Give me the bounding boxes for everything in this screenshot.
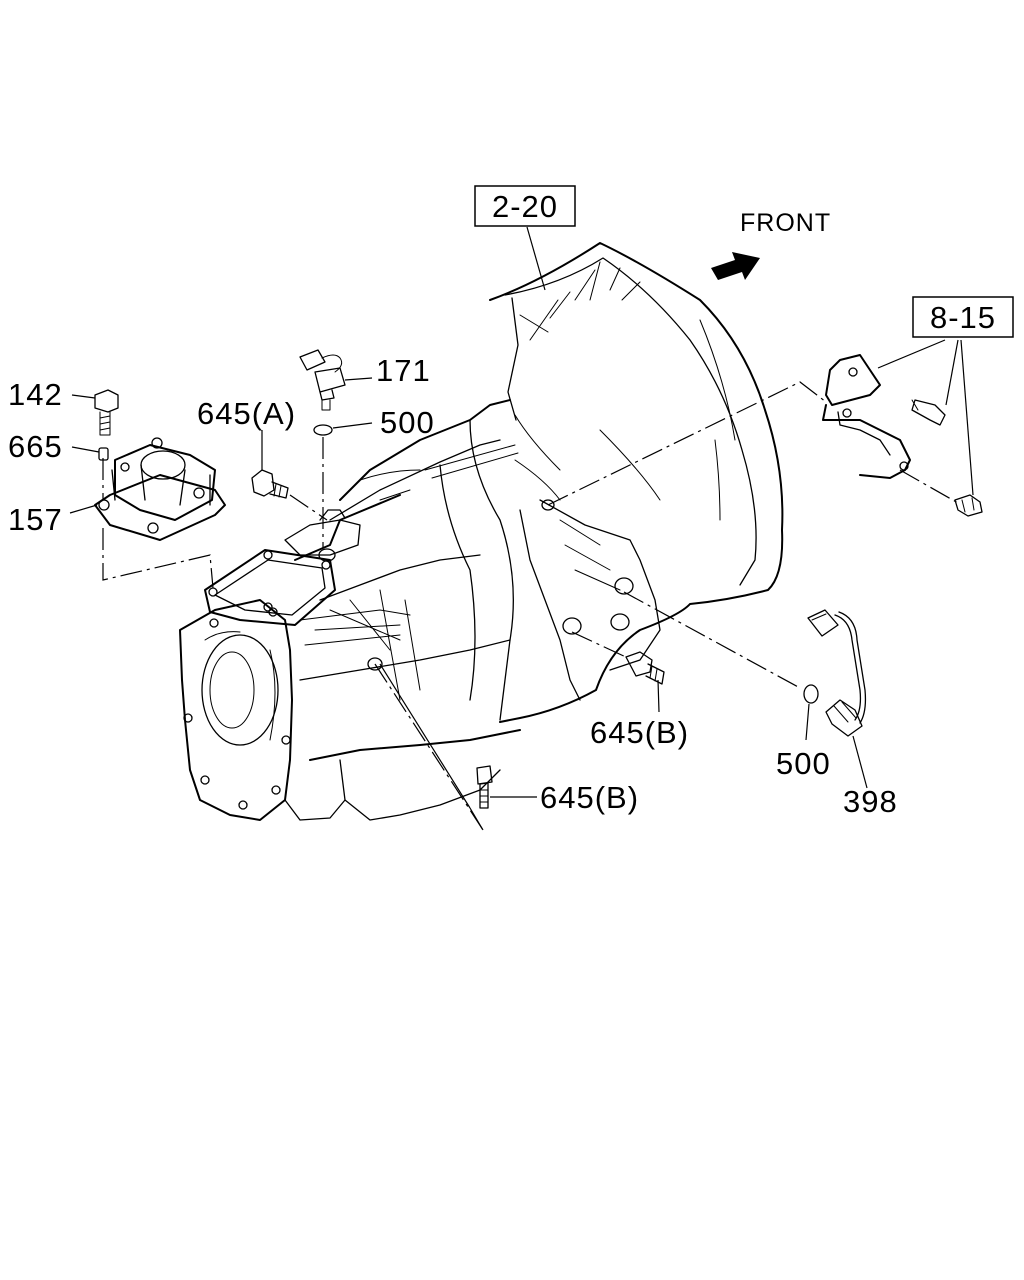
callout-500-right: 500 — [776, 746, 831, 781]
plug-645b-mid — [625, 651, 665, 685]
washer-500-top — [313, 424, 333, 436]
callout-500-top: 500 — [380, 405, 435, 440]
callout-645b-low: 645(B) — [540, 780, 639, 815]
top-cover-157 — [94, 437, 226, 541]
bracket-8-15 — [822, 354, 983, 517]
bolt-142 — [94, 389, 119, 436]
front-arrow-icon — [711, 252, 760, 280]
callout-645b-mid: 645(B) — [590, 715, 689, 750]
reference-label: 2-20 — [492, 189, 558, 224]
plug-645b-low — [476, 765, 493, 809]
reference-box-2-20: 2-20 — [474, 185, 576, 227]
callout-171: 171 — [376, 353, 431, 388]
leader-lines — [69, 226, 974, 831]
callout-665: 665 — [8, 429, 63, 464]
washer-500-right — [803, 684, 819, 704]
transmission-housing — [179, 242, 784, 821]
callout-645a: 645(A) — [197, 396, 296, 431]
switch-398 — [807, 609, 867, 737]
switch-171 — [299, 349, 346, 411]
reference-label: 8-15 — [930, 300, 996, 335]
callout-398: 398 — [843, 784, 898, 819]
callout-157: 157 — [8, 502, 63, 537]
front-label: FRONT — [740, 209, 831, 237]
plug-645a — [251, 469, 289, 499]
callout-142: 142 — [8, 377, 63, 412]
assembly-lines — [102, 381, 959, 831]
reference-box-8-15: 8-15 — [912, 296, 1014, 338]
